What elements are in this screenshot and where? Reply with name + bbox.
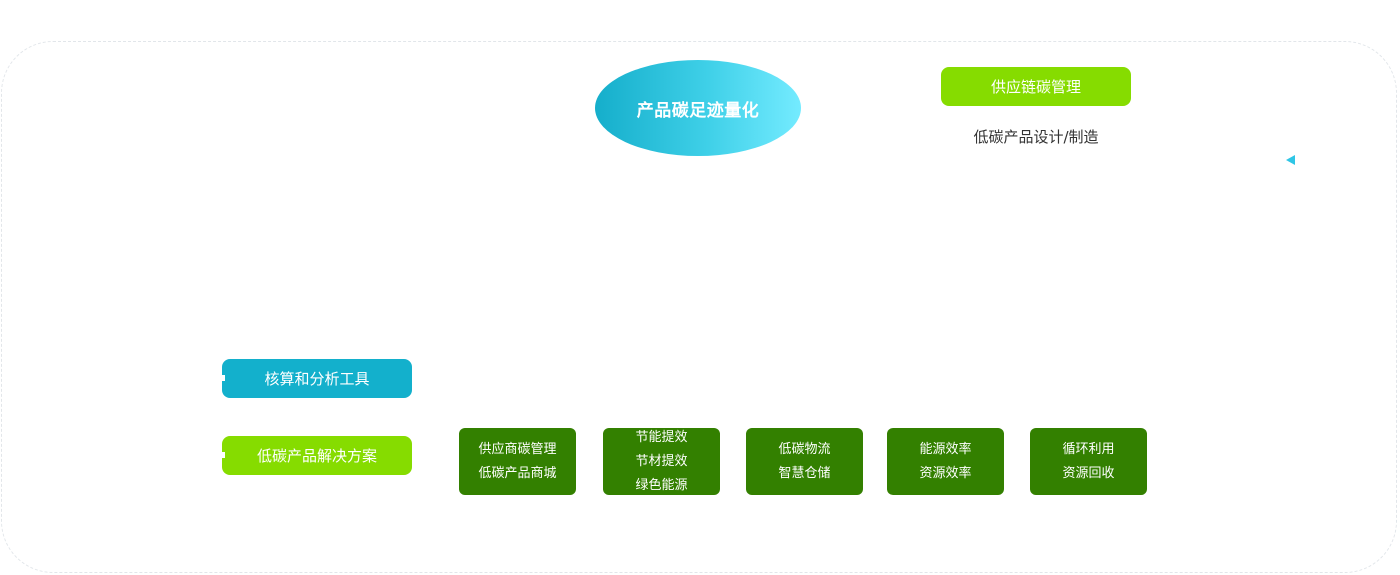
- solution-box-line: 智慧仓储: [778, 465, 831, 481]
- solution-box-resource-efficiency: 能源效率 资源效率: [887, 428, 1004, 495]
- solution-box-supplier: 供应商碳管理 低碳产品商城: [459, 428, 576, 495]
- solution-box-recycling: 循环利用 资源回收: [1030, 428, 1147, 495]
- supply-chain-subtitle: 低碳产品设计/制造: [973, 128, 1099, 146]
- accounting-tools-label: 核算和分析工具: [264, 370, 370, 388]
- solution-box-line: 能源效率: [919, 441, 972, 457]
- solution-box-line: 资源效率: [919, 465, 972, 481]
- accounting-tools-tag: 核算和分析工具: [222, 359, 412, 398]
- solution-box-line: 低碳物流: [778, 441, 831, 457]
- solution-box-line: 循环利用: [1062, 441, 1115, 457]
- center-node-label: 产品碳足迹量化: [636, 100, 760, 121]
- solution-box-line: 供应商碳管理: [478, 441, 557, 457]
- center-node-product-carbon-footprint: 产品碳足迹量化: [595, 60, 801, 156]
- solution-box-line: 低碳产品商城: [478, 465, 557, 481]
- solution-box-logistics: 低碳物流 智慧仓储: [746, 428, 863, 495]
- diagram-frame: [1, 41, 1397, 573]
- low-carbon-solutions-label: 低碳产品解决方案: [256, 447, 377, 465]
- solution-box-line: 资源回收: [1062, 465, 1115, 481]
- solutions-tag-notch: [222, 452, 225, 458]
- solution-box-efficiency: 节能提效 节材提效 绿色能源: [603, 428, 720, 495]
- supply-chain-carbon-management-tag: 供应链碳管理: [941, 67, 1131, 106]
- solution-box-line: 绿色能源: [635, 477, 688, 493]
- triangle-marker-icon: [1286, 155, 1295, 165]
- supply-chain-label: 供应链碳管理: [990, 78, 1081, 96]
- solution-box-line: 节材提效: [635, 453, 688, 469]
- accounting-tag-notch: [222, 375, 225, 381]
- solution-box-line: 节能提效: [635, 429, 688, 445]
- low-carbon-solutions-tag: 低碳产品解决方案: [222, 436, 412, 475]
